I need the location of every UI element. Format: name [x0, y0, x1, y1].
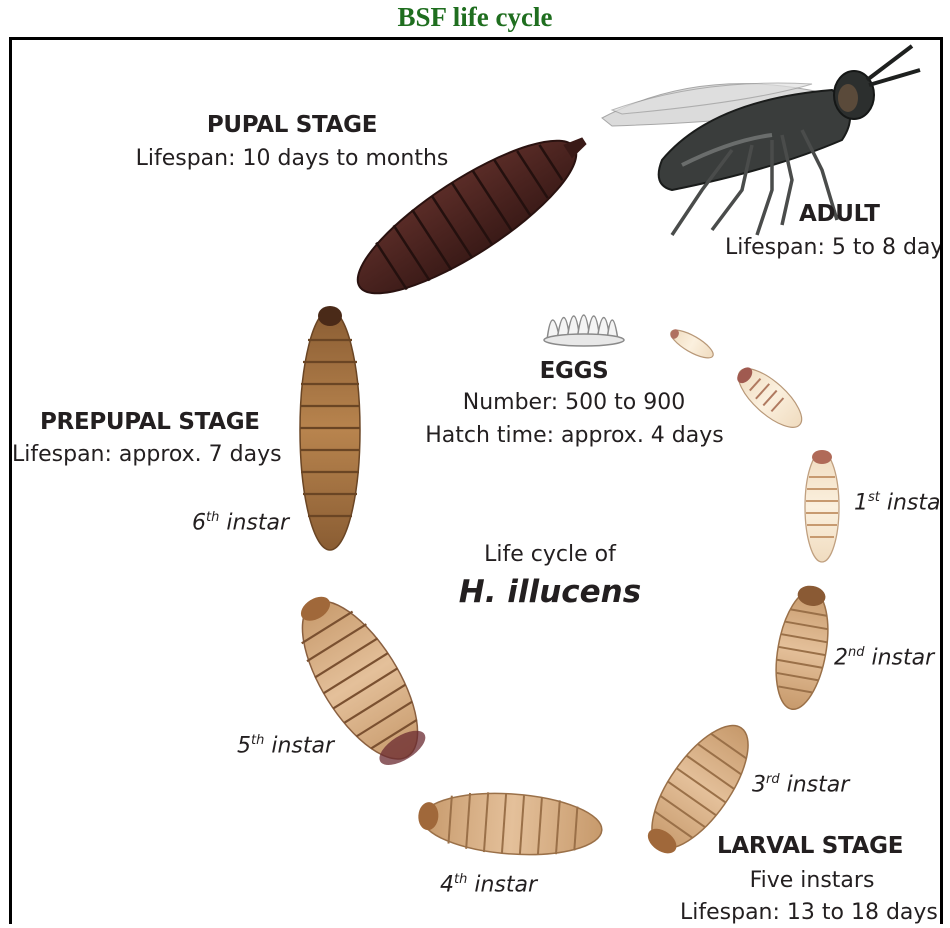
larval-stage-lifespan: Lifespan: 13 to 18 days — [680, 900, 938, 924]
prepupal-stage-lifespan: Lifespan: approx. 7 days — [12, 442, 282, 467]
second-instar-illustration — [768, 582, 837, 713]
pupal-stage-lifespan: Lifespan: 10 days to months — [132, 146, 452, 171]
eggs-number: Number: 500 to 900 — [444, 390, 704, 415]
prepupal-stage-heading: PREPUPAL STAGE — [40, 409, 260, 435]
larval-stage-instars: Five instars — [712, 868, 912, 893]
pupa-illustration — [339, 110, 604, 318]
fourth-instar-illustration — [416, 788, 604, 861]
instar-label-1: 1st instar — [854, 490, 943, 515]
adult-stage-lifespan: Lifespan: 5 to 8 days — [725, 235, 943, 260]
instar-label-2: 2nd instar — [834, 645, 934, 670]
first-instar-illustration — [805, 450, 839, 562]
hatchling-medium — [730, 359, 811, 436]
eggs-heading: EGGS — [514, 358, 634, 384]
instar-label-5: 5th instar — [237, 733, 334, 758]
pupal-stage-heading: PUPAL STAGE — [192, 112, 392, 138]
center-caption-species: H. illucens — [450, 574, 650, 610]
eggs-cluster-illustration — [544, 315, 624, 346]
instar-label-4: 4th instar — [440, 872, 537, 897]
prepupa-illustration — [300, 306, 360, 550]
larval-stage-heading: LARVAL STAGE — [717, 833, 903, 859]
figure-title: BSF life cycle — [0, 2, 950, 33]
eggs-hatch-time: Hatch time: approx. 4 days — [422, 423, 727, 448]
hatchling-small — [667, 325, 717, 363]
center-caption-line1: Life cycle of — [470, 542, 630, 567]
diagram-frame: PUPAL STAGE Lifespan: 10 days to months … — [9, 37, 943, 924]
adult-stage-heading: ADULT — [799, 201, 880, 227]
instar-label-3: 3rd instar — [752, 772, 849, 797]
instar-label-6: 6th instar — [192, 510, 289, 535]
